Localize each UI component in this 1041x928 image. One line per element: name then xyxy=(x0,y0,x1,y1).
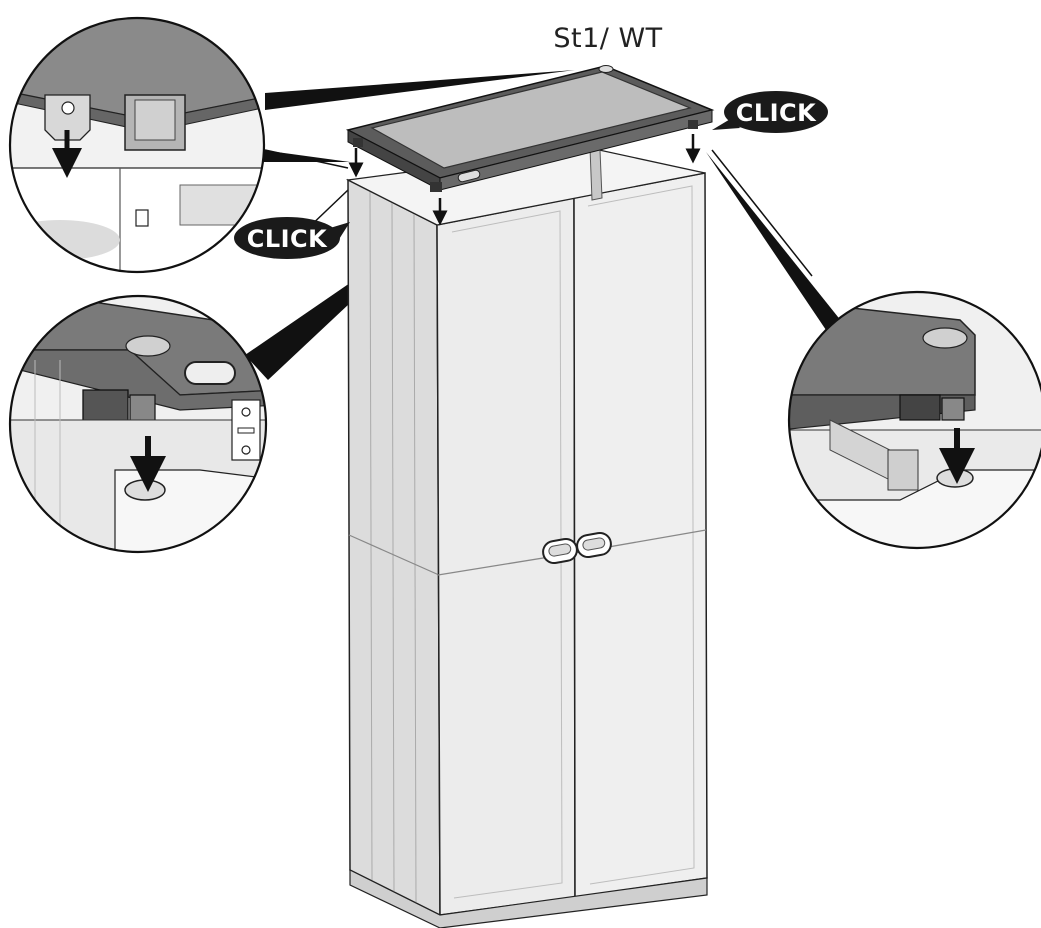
lid-surface xyxy=(370,71,692,169)
door-handles xyxy=(542,531,612,565)
leader-top-2 xyxy=(262,150,350,162)
leader-right xyxy=(706,152,842,330)
cabinet xyxy=(345,147,708,928)
click-badge-icon: CLICK xyxy=(712,91,828,133)
zoom-callout-right xyxy=(787,290,1041,550)
callout-leaders xyxy=(245,70,842,380)
zoom-callout-middle-left xyxy=(8,294,268,554)
zoom-callout-top-left xyxy=(8,16,266,274)
click-badge-icon: CLICK xyxy=(234,217,350,259)
top-lid xyxy=(345,65,715,192)
leader-top-1 xyxy=(265,70,575,110)
part-label: St1/ WT xyxy=(553,23,662,54)
click-label-right: CLICK xyxy=(736,99,817,127)
click-label-left: CLICK xyxy=(247,225,328,253)
arrow-down-icon xyxy=(348,134,701,226)
